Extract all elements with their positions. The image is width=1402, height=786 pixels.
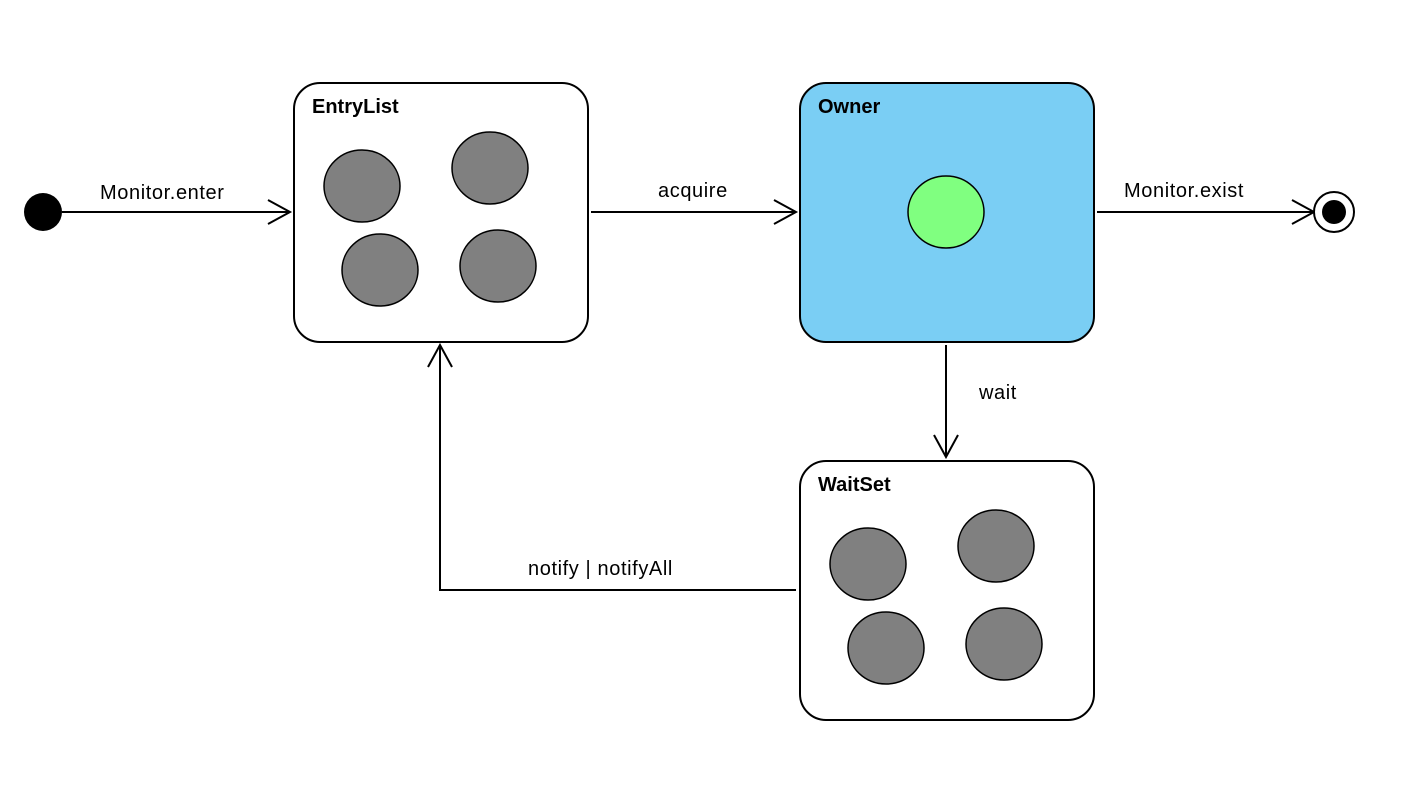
state-waitset: WaitSet: [799, 460, 1095, 721]
label-monitor-enter: Monitor.enter: [100, 182, 225, 204]
waitset-thread-token: [829, 527, 907, 601]
label-monitor-exist: Monitor.exist: [1124, 180, 1244, 202]
waitset-thread-token: [957, 509, 1035, 583]
waitset-title: WaitSet: [818, 474, 891, 496]
transition-notify: [427, 342, 796, 591]
entrylist-thread-token: [341, 233, 419, 307]
label-notify: notify | notifyAll: [528, 558, 673, 580]
entrylist-thread-token: [459, 229, 537, 303]
owner-thread-token: [907, 175, 985, 249]
label-wait: wait: [978, 382, 1017, 404]
entrylist-thread-token: [323, 149, 401, 223]
final-state: [1313, 191, 1355, 233]
transition-monitor-enter: [62, 199, 293, 225]
owner-title: Owner: [818, 96, 880, 118]
initial-state: [24, 193, 62, 231]
waitset-thread-token: [847, 611, 925, 685]
entrylist-thread-token: [451, 131, 529, 205]
transition-acquire: [591, 199, 799, 225]
transition-wait: [933, 345, 959, 460]
state-entrylist: EntryList: [293, 82, 589, 343]
entrylist-title: EntryList: [312, 96, 399, 118]
label-acquire: acquire: [658, 180, 728, 202]
transition-monitor-exist: [1097, 199, 1317, 225]
waitset-thread-token: [965, 607, 1043, 681]
state-owner: Owner: [799, 82, 1095, 343]
